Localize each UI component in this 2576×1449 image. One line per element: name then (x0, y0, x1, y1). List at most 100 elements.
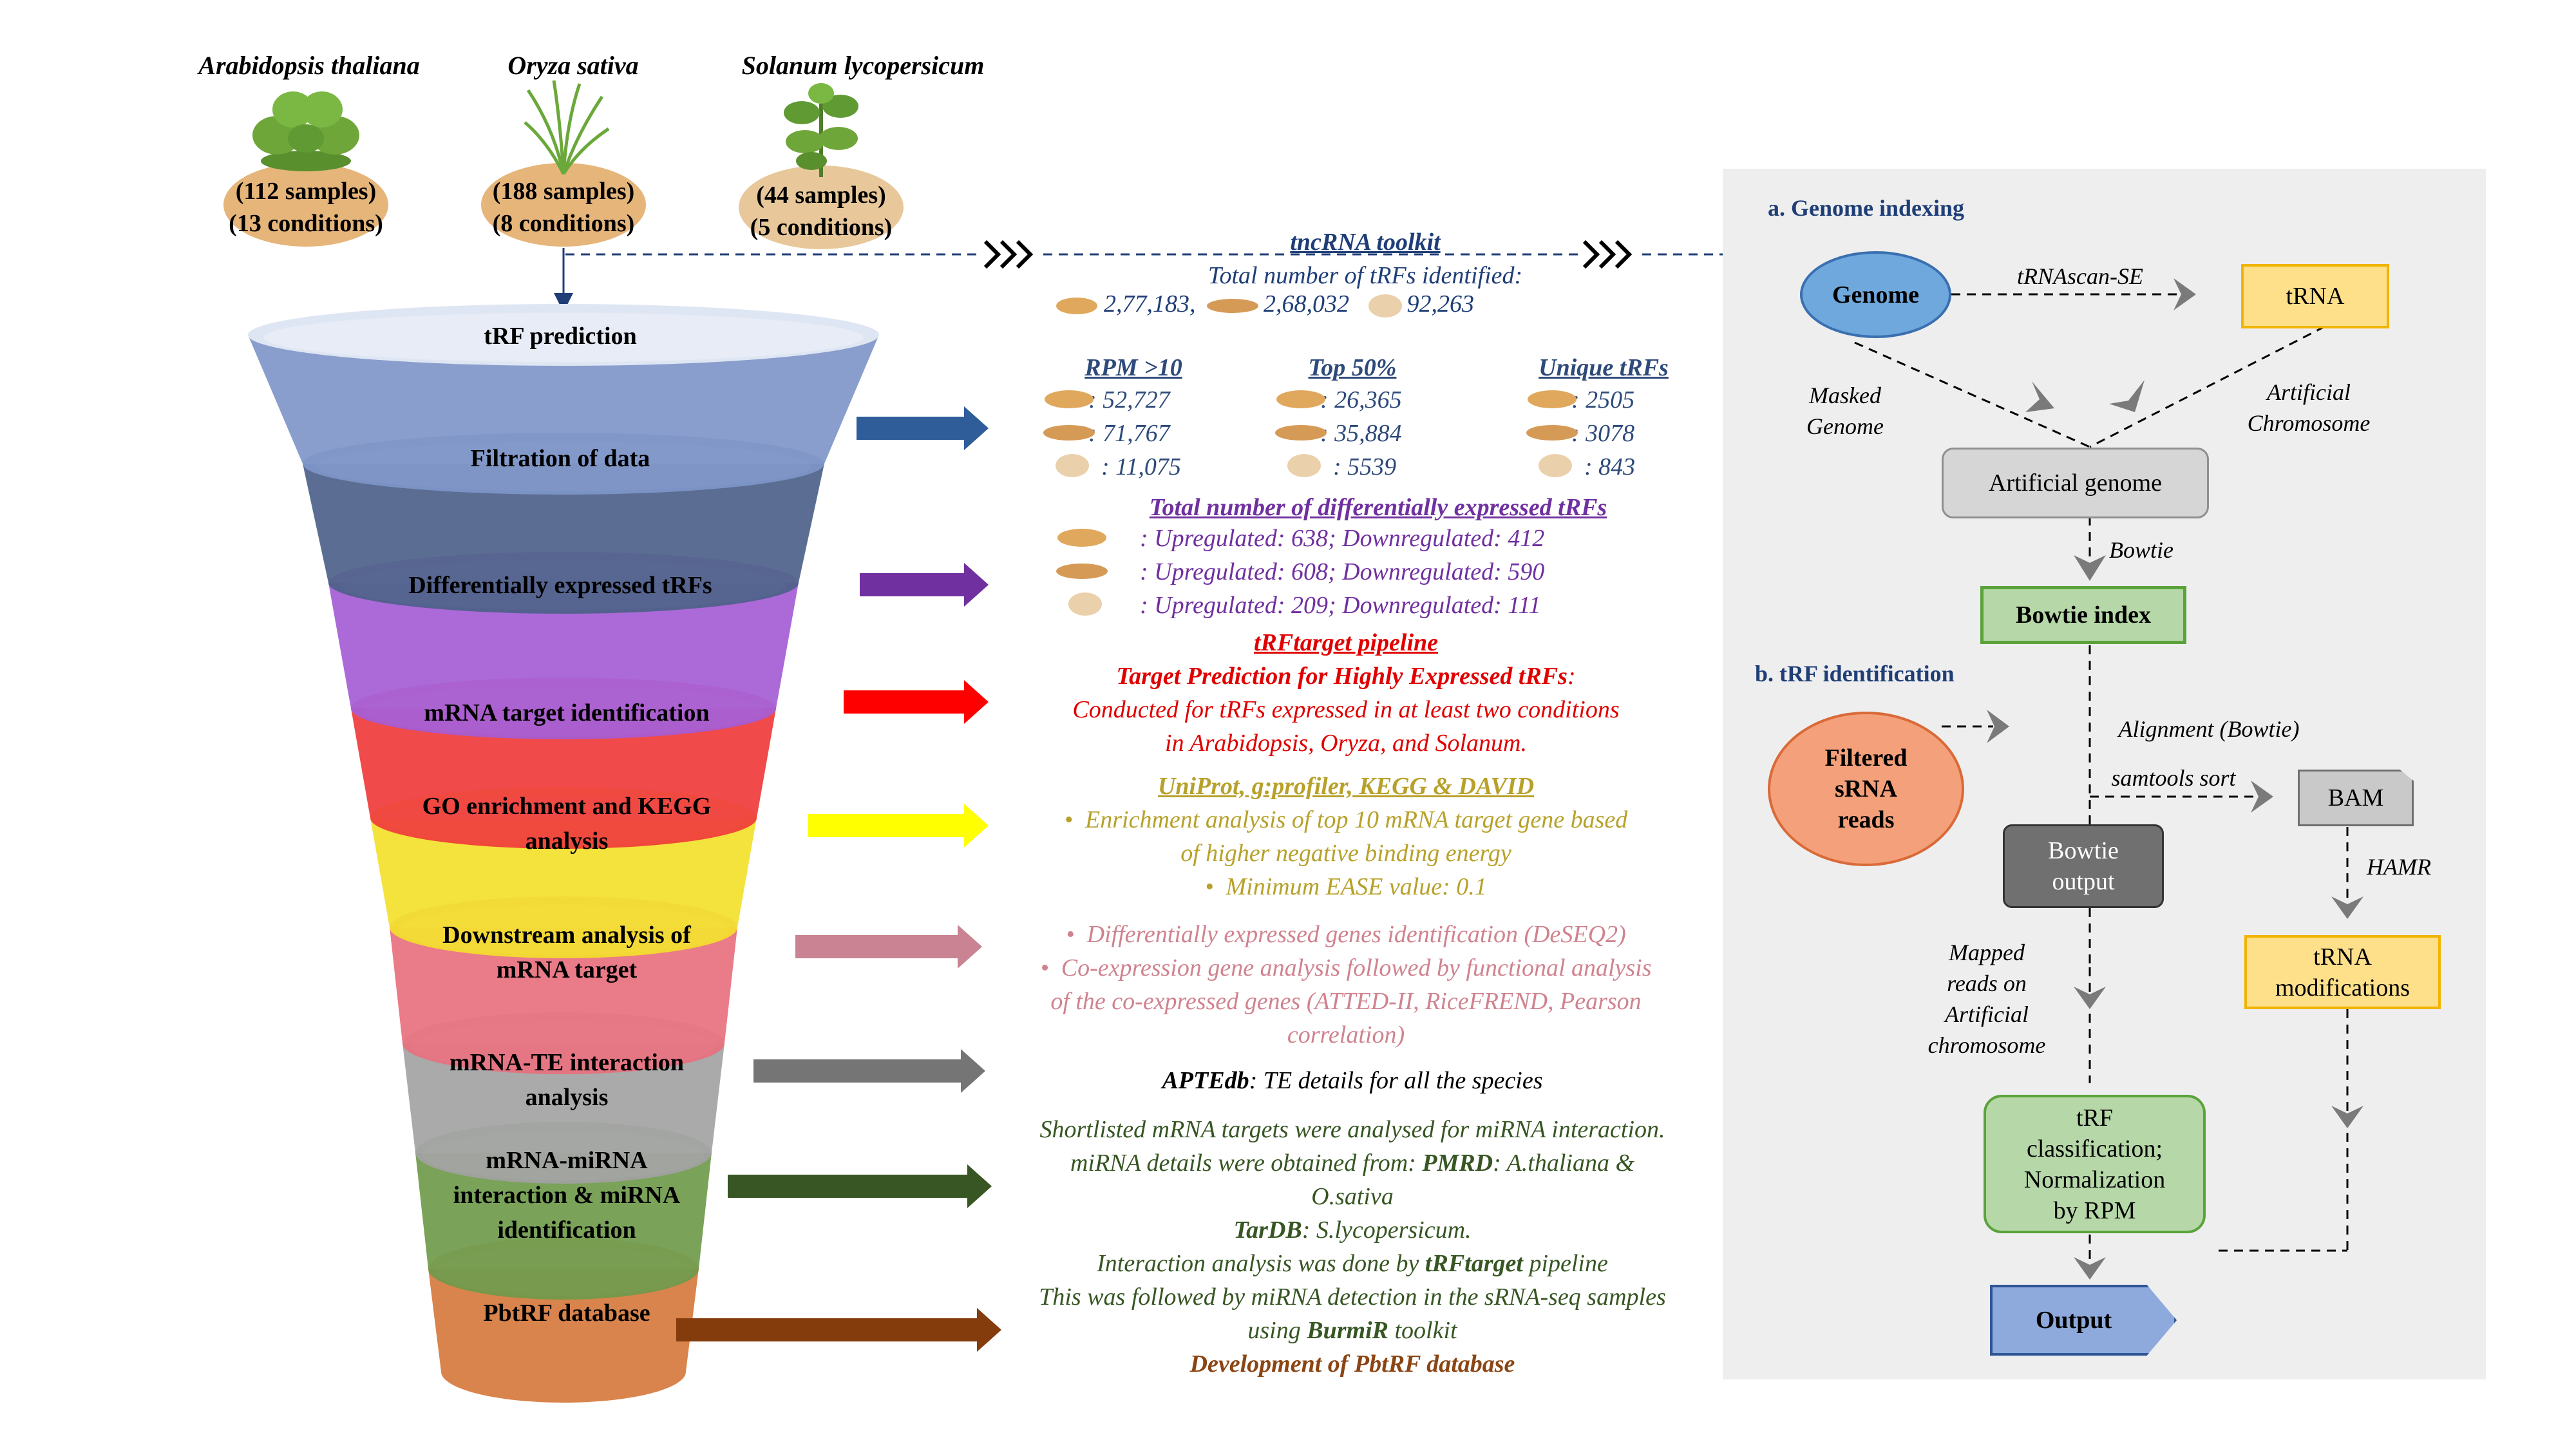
filtered-reads-node: Filtered sRNA reads (1768, 712, 1964, 866)
mirna-text: toolkit (1388, 1317, 1457, 1344)
mirna-block: Shortlisted mRNA targets were analysed f… (979, 1113, 1726, 1381)
label-line: Artificial (2267, 379, 2351, 405)
species-name: Oryza sativa (507, 51, 639, 80)
masked-genome-label: Masked Genome (1797, 380, 1893, 442)
mirna-bold: BurmiR (1307, 1317, 1388, 1344)
te-tail: : TE details for all the species (1249, 1067, 1543, 1094)
value-cell: : 26,365 (1320, 386, 1402, 413)
funnel-layer-1 (248, 304, 879, 495)
value-cell: : 52,727 (1088, 386, 1170, 413)
target-subtitle-lead: Target Prediction for Highly Expressed t… (1116, 663, 1567, 690)
samples-oryza: (188 samples) (8 conditions) (467, 175, 660, 240)
go-bullet-text: Minimum EASE value: 0.1 (1226, 873, 1487, 900)
label-line: Genome (1806, 413, 1884, 439)
rice-seed-icon (1056, 564, 1108, 579)
funnel-diagram (248, 248, 1001, 1403)
value-cell: : 843 (1584, 453, 1636, 480)
go-bullet: • Enrichment analysis of top 10 mRNA tar… (1064, 806, 1628, 833)
species-solanum: Solanum lycopersicum (702, 50, 1024, 80)
artificial-genome-node: Artificial genome (1942, 448, 2209, 518)
tomato-seed-icon (1056, 454, 1572, 477)
output-label: Output (2035, 1307, 2112, 1334)
seed-icons (1043, 390, 1578, 477)
label-line: Filtered (1824, 744, 1908, 772)
db-title: Development of PbtRF database (1189, 1350, 1515, 1378)
funnel-label-database: PbtRF database (483, 1300, 650, 1327)
downstream-bullet-cont: of the co-expressed genes (ATTED-II, Ric… (1050, 988, 1642, 1015)
label-line: classification; (2026, 1135, 2163, 1162)
label-line: modifications (2275, 974, 2410, 1001)
funnel-arrow-icon (808, 804, 989, 848)
label-line: Mapped (1949, 940, 2025, 965)
label-line: chromosome (1927, 1032, 2046, 1058)
funnel-arrow-icon (753, 1049, 985, 1093)
condition-count: (13 conditions) (229, 210, 383, 237)
filtration-values-top50: : 26,365 : 35,884 : 5539 (1320, 383, 1402, 484)
trnascan-label: tRNAscan-SE (2017, 263, 2143, 289)
rice-seed-icon (1056, 298, 1097, 315)
mirna-text: : A.thaliana & (1493, 1150, 1635, 1177)
sample-count: (112 samples) (235, 178, 377, 205)
funnel-label-mrna-mirna: mRNA-miRNA interaction & miRNA identific… (453, 1147, 681, 1244)
tomato-plant-icon (784, 83, 858, 177)
downstream-bullet-text: Co-expression gene analysis followed by … (1061, 954, 1652, 981)
species-arabidopsis: Arabidopsis thaliana (180, 50, 438, 80)
rice-plant-icon (524, 80, 610, 175)
trna-label: tRNA (2286, 283, 2345, 310)
label-line: by RPM (2053, 1197, 2136, 1224)
species-name: Arabidopsis thaliana (198, 51, 420, 80)
de-title: Total number of differentially expressed… (1149, 494, 1607, 521)
bowtie-index-node: Bowtie index (1980, 586, 2186, 644)
funnel-arrow-icon (728, 1164, 992, 1208)
filtration-values-rpm: : 52,727 : 71,767 : 11,075 (1088, 383, 1181, 484)
filtration-header-unique: Unique tRFs (1539, 354, 1669, 381)
label-line: Artificial (1945, 1001, 2029, 1027)
bam-node: BAM (2298, 770, 2414, 826)
target-subtitle-tail: : (1567, 663, 1576, 690)
tncrna-count-oryza: 2,68,032 (1264, 290, 1349, 317)
filtration-header-rpm: RPM >10 (1084, 354, 1182, 381)
species-oryza: Oryza sativa (444, 50, 702, 80)
seed-arabidopsis-icon (223, 163, 388, 247)
samtools-label: samtools sort (2111, 765, 2236, 791)
tncrna-block: tncRNA toolkit Total number of tRFs iden… (1043, 225, 1687, 292)
sample-count: (44 samples) (756, 182, 886, 209)
bowtie-output-node: Bowtie output (2003, 824, 2164, 908)
rice-seed-icon (1043, 425, 1578, 440)
filtration-block: RPM >10 Top 50% Unique tRFs : 52,727 : 7… (1018, 351, 1726, 480)
label-line: Chromosome (2247, 410, 2371, 436)
tncrna-count-solanum: 92,263 (1406, 290, 1475, 317)
condition-count: (8 conditions) (492, 210, 635, 237)
artificial-chromosome-label: Artificial Chromosome (2235, 377, 2383, 439)
go-bullet-text: Enrichment analysis of top 10 mRNA targe… (1085, 806, 1628, 833)
chevron-right-icon (1582, 240, 1633, 269)
label-line: Normalization (2023, 1166, 2166, 1193)
funnel-arrow-icon (857, 406, 989, 450)
go-bullet-cont: of higher negative binding energy (1180, 840, 1511, 867)
de-line-arabidopsis: : Upregulated: 638; Downregulated: 412 (1140, 525, 1545, 552)
rice-seed-icon (1207, 299, 1258, 314)
label-line: Masked (1809, 383, 1881, 408)
filtration-header-top50: Top 50% (1308, 354, 1397, 381)
genome-node: Genome (1800, 251, 1951, 338)
mirna-text: using (1247, 1317, 1307, 1344)
condition-count: (5 conditions) (750, 214, 893, 241)
te-line: APTEdb: TE details for all the species (992, 1064, 1713, 1097)
funnel-label-de-trfs: Differentially expressed tRFs (408, 572, 712, 599)
rice-seed-icon (1045, 390, 1577, 408)
mirna-line: Interaction analysis was done by tRFtarg… (979, 1247, 1726, 1280)
de-line-solanum: : Upregulated: 209; Downregulated: 111 (1140, 592, 1541, 619)
tncrna-connector (983, 240, 1726, 269)
mirna-text: pipeline (1522, 1250, 1608, 1277)
de-line-oryza: : Upregulated: 608; Downregulated: 590 (1140, 558, 1545, 585)
mirna-bold: PMRD (1422, 1150, 1493, 1177)
species-icons (223, 80, 904, 249)
de-lines: : Upregulated: 638; Downregulated: 412 :… (1140, 522, 1544, 622)
tncrna-counts: 2,77,183, 2,68,032 92,263 (1056, 290, 1636, 322)
rice-seed-icon (1057, 529, 1106, 547)
alignment-label: Alignment (Bowtie) (2118, 716, 2300, 742)
label-line: reads (1837, 806, 1895, 833)
filtration-values-unique: : 2505 : 3078 : 843 (1571, 383, 1635, 484)
value-cell: : 5539 (1333, 453, 1397, 480)
tncrna-title: tncRNA toolkit (1290, 229, 1441, 256)
